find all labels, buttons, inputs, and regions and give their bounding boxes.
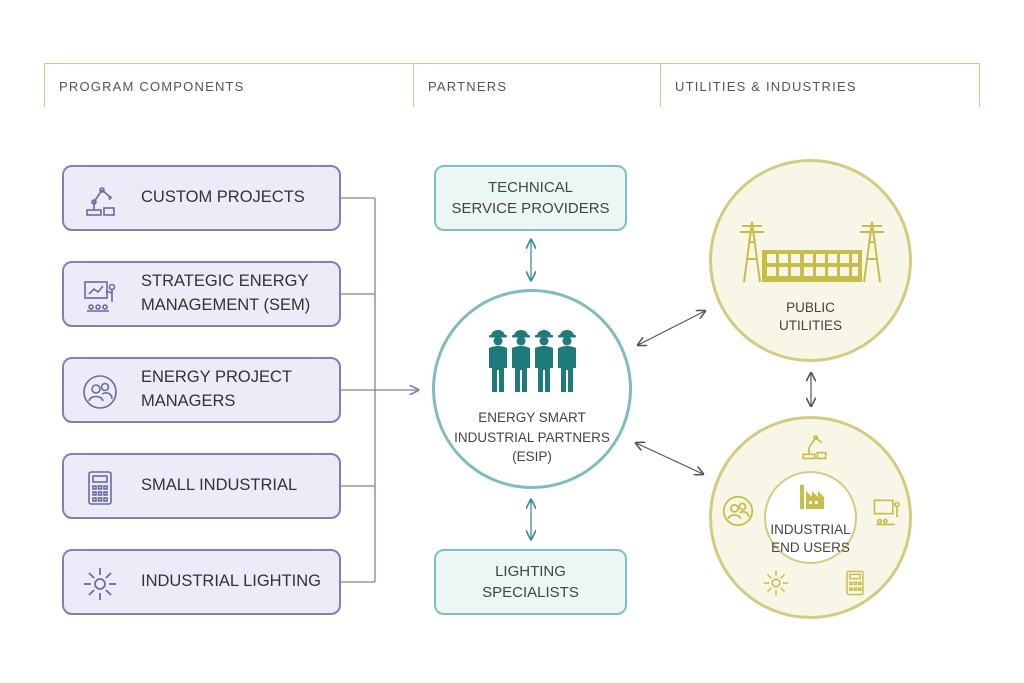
header-program-components-label: PROGRAM COMPONENTS (59, 79, 245, 94)
header-utilities-industries: UTILITIES & INDUSTRIES (660, 63, 980, 107)
program-label: SMALL INDUSTRIAL (141, 476, 298, 495)
public-utilities-label: PUBLIC UTILITIES (778, 300, 842, 334)
public-utilities-circle[interactable]: PUBLIC UTILITIES (709, 159, 912, 362)
power-towers-building-icon (740, 221, 884, 283)
calculator-icon (88, 471, 112, 505)
light-burst-icon (84, 568, 116, 600)
light-burst-icon (763, 570, 789, 596)
people-icon (83, 375, 117, 409)
program-label: INDUSTRIAL LIGHTING (141, 572, 321, 591)
program-label: CUSTOM PROJECTS (141, 188, 305, 207)
industrial-end-users-label: INDUSTRIAL END USERS (770, 522, 851, 556)
program-strategic-energy-management[interactable]: STRATEGIC ENERGY MANAGEMENT (SEM) (62, 261, 341, 327)
program-label: STRATEGIC ENERGY MANAGEMENT (SEM) (141, 272, 311, 314)
presentation-icon (84, 281, 116, 312)
header-program-components: PROGRAM COMPONENTS (44, 63, 414, 107)
industrial-end-users-inner: INDUSTRIAL END USERS (764, 471, 857, 564)
robot-arm-icon (86, 187, 115, 216)
people-icon (722, 495, 754, 527)
program-small-industrial[interactable]: SMALL INDUSTRIAL (62, 453, 341, 519)
program-custom-projects[interactable]: CUSTOM PROJECTS (62, 165, 341, 231)
presentation-icon (873, 499, 900, 526)
partner-technical-service-providers[interactable]: TECHNICAL SERVICE PROVIDERS (434, 165, 627, 231)
header-utilities-industries-label: UTILITIES & INDUSTRIES (675, 79, 857, 94)
program-energy-project-managers[interactable]: ENERGY PROJECT MANAGERS (62, 357, 341, 423)
header-partners: PARTNERS (413, 63, 661, 107)
program-industrial-lighting[interactable]: INDUSTRIAL LIGHTING (62, 549, 341, 615)
workers-icon (489, 330, 576, 392)
esip-label: ENERGY SMART INDUSTRIAL PARTNERS (ESIP) (454, 410, 610, 465)
header-partners-label: PARTNERS (428, 79, 508, 94)
factory-icon (800, 485, 824, 509)
robot-arm-icon (802, 435, 827, 460)
esip-circle[interactable]: ENERGY SMART INDUSTRIAL PARTNERS (ESIP) (432, 289, 632, 489)
calculator-icon (846, 570, 864, 596)
industrial-end-users-circle[interactable]: INDUSTRIAL END USERS (709, 416, 912, 619)
partner-lighting-specialists[interactable]: LIGHTING SPECIALISTS (434, 549, 627, 615)
program-label: ENERGY PROJECT MANAGERS (141, 368, 292, 410)
